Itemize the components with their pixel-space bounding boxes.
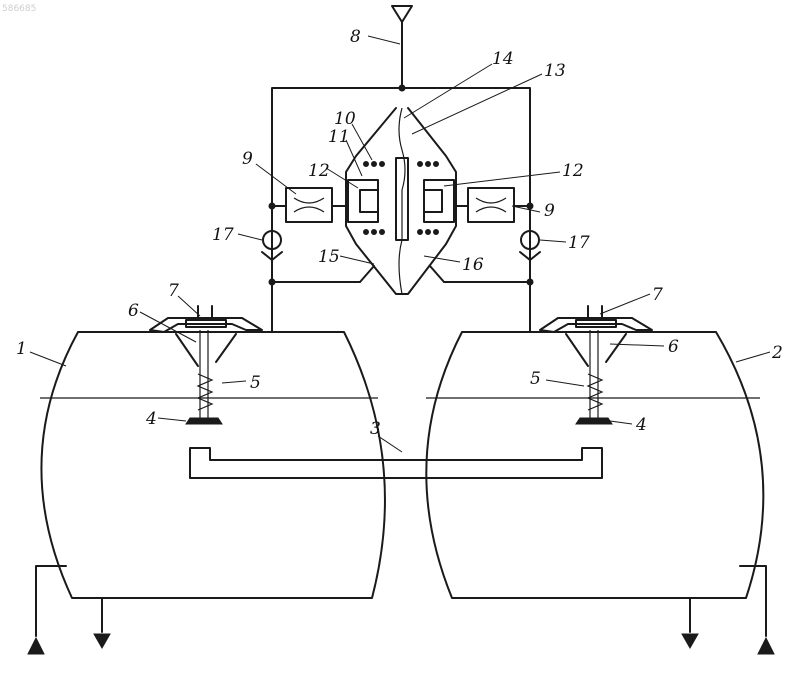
- label-12-left: 12: [308, 161, 330, 181]
- label-8: 8: [350, 27, 361, 47]
- label-12-right: 12: [562, 161, 584, 181]
- label-11: 11: [328, 127, 350, 147]
- right-throttle: [454, 188, 514, 222]
- label-6-right: 6: [668, 337, 679, 357]
- coil-turns: [364, 162, 439, 235]
- label-17-left: 17: [212, 225, 234, 245]
- label-7-left: 7: [168, 281, 179, 301]
- right-tank: [426, 332, 763, 598]
- label-9-right: 9: [544, 201, 555, 221]
- left-tank: [40, 332, 385, 598]
- label-15: 15: [318, 247, 340, 267]
- left-valve-assembly: [150, 306, 262, 424]
- label-6-left: 6: [128, 301, 139, 321]
- label-17-right: 17: [568, 233, 590, 253]
- label-4-left: 4: [145, 409, 157, 429]
- label-3: 3: [370, 419, 381, 439]
- left-supports: [28, 566, 110, 654]
- label-16: 16: [462, 255, 484, 275]
- label-9-left: 9: [242, 149, 253, 169]
- right-supports: [682, 566, 774, 654]
- label-14: 14: [492, 49, 514, 69]
- control-frame: [269, 88, 533, 332]
- supply-line: [392, 6, 412, 91]
- connecting-pipe: [190, 448, 602, 478]
- leader-lines: [30, 36, 770, 452]
- label-7-right: 7: [652, 285, 663, 305]
- label-5-left: 5: [250, 373, 261, 393]
- label-10: 10: [334, 109, 356, 129]
- diaphragm-relay: [346, 108, 456, 294]
- label-5-right: 5: [530, 369, 541, 389]
- watermark: 586685: [2, 4, 36, 14]
- right-valve-assembly: [540, 306, 652, 424]
- label-13: 13: [544, 61, 566, 81]
- label-1: 1: [16, 339, 27, 359]
- label-4-right: 4: [635, 415, 647, 435]
- label-2: 2: [771, 343, 783, 363]
